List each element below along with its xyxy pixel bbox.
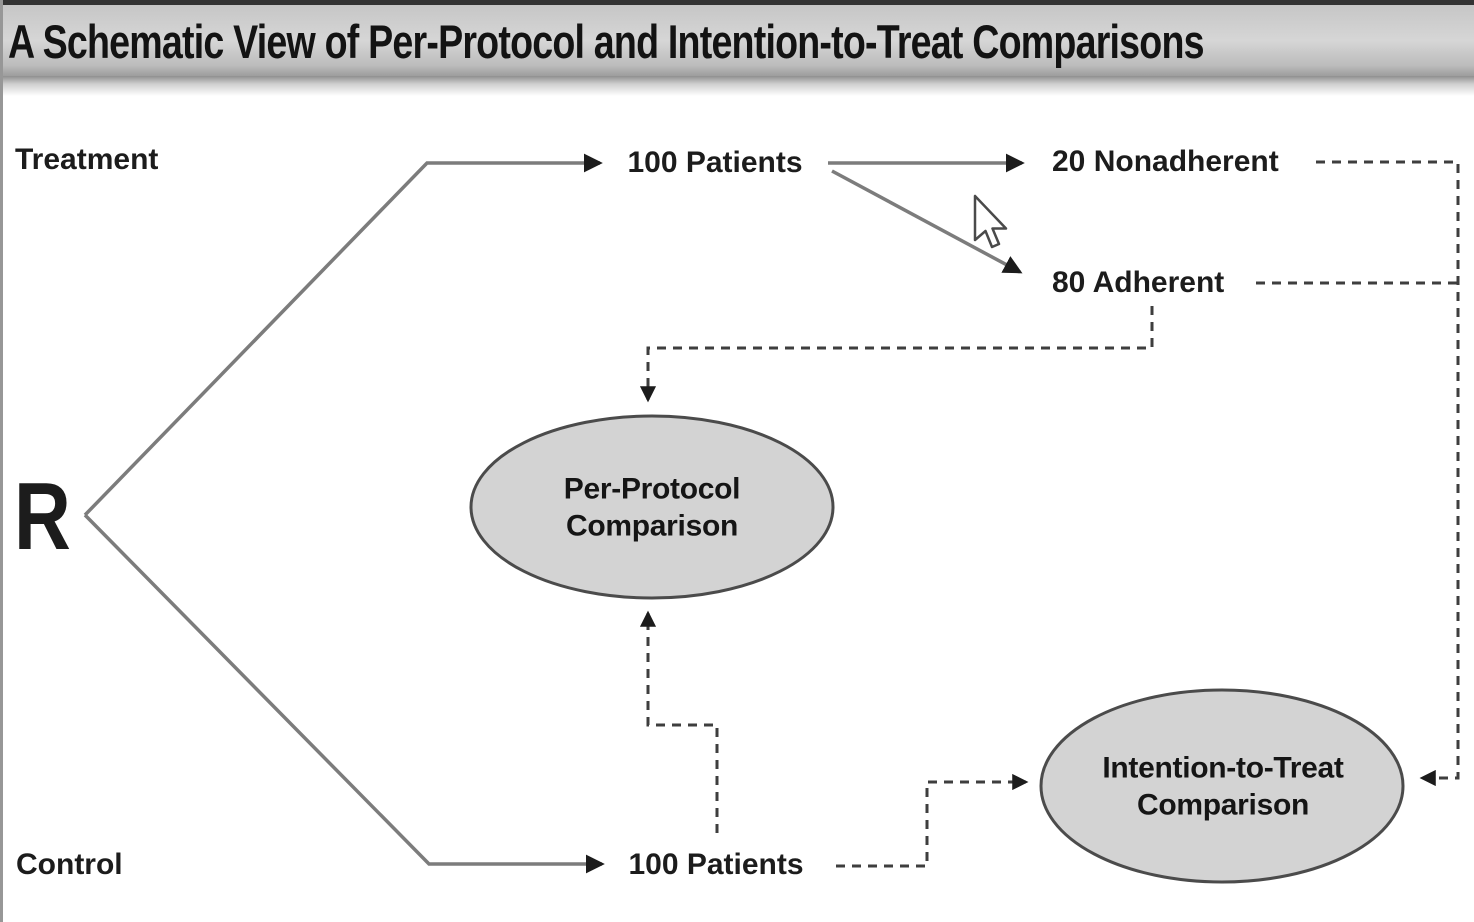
figure-title: A Schematic View of Per-Protocol and Int…	[8, 15, 1205, 68]
title-bar-shadow	[3, 76, 1474, 96]
arrow-patients-to-adherent	[831, 169, 1023, 274]
intention-to-treat-label-line1: Intention-to-Treat	[1102, 751, 1344, 785]
control-patients-label: 100 Patients	[628, 848, 804, 881]
dashed-control-to-per-protocol	[639, 610, 719, 833]
dashed-control-to-itt	[836, 773, 1029, 868]
arrow-r-to-treatment-patients	[83, 153, 603, 517]
left-border	[0, 0, 3, 922]
dashed-adherent-to-per-protocol	[639, 306, 1154, 403]
mouse-cursor-icon	[973, 194, 1008, 249]
intention-to-treat-label-line2: Comparison	[1136, 788, 1310, 821]
intention-to-treat-label: Intention-to-Treat Comparison	[1102, 750, 1344, 823]
control-arm-label: Control	[16, 848, 123, 881]
treatment-patients-label: 100 Patients	[627, 146, 803, 179]
adherent-label: 80 Adherent	[1052, 266, 1225, 299]
arrow-r-to-control-patients	[83, 513, 605, 874]
dashed-nonadherent-to-itt	[1316, 160, 1460, 787]
top-border	[0, 0, 1474, 5]
per-protocol-ellipse	[469, 414, 835, 600]
treatment-arm-label: Treatment	[15, 143, 159, 176]
randomization-symbol: R	[14, 463, 71, 570]
per-protocol-label-line2: Comparison	[565, 509, 739, 542]
nonadherent-label: 20 Nonadherent	[1052, 145, 1279, 178]
per-protocol-label: Per-Protocol Comparison	[563, 471, 741, 544]
intention-to-treat-ellipse	[1039, 688, 1405, 884]
title-bar	[3, 5, 1474, 76]
per-protocol-label-line1: Per-Protocol	[563, 472, 741, 506]
